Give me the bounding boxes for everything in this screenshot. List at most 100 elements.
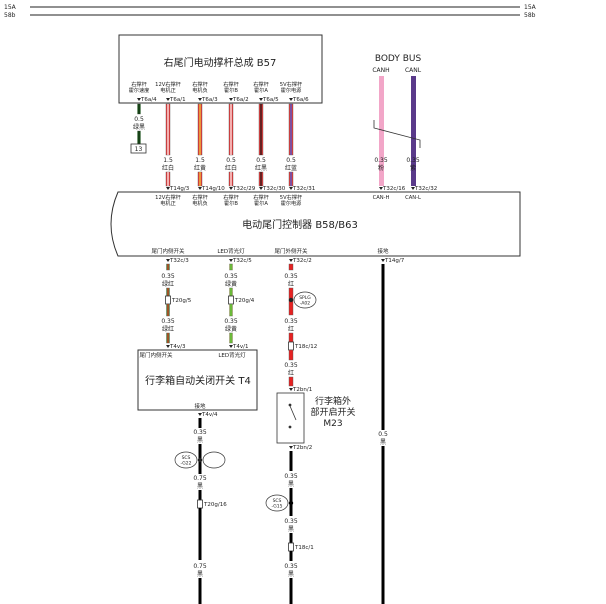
wire-col1-stripe: [167, 288, 169, 296]
ecu-bottom-pin-arrow: [289, 259, 293, 262]
b57-pin-label: 5V右撑杆: [280, 80, 302, 88]
splice-scs-g15-label: SCS: [273, 498, 282, 504]
wire-col1-color: 绿红: [162, 280, 174, 288]
t4-title: 行李箱自动关闭开关 T4: [145, 374, 251, 387]
m23-switch-symbol: [288, 403, 297, 429]
ground-col1-gauge: 0.75: [193, 475, 207, 482]
ecu-top-pin-arrow: [289, 187, 293, 190]
t4-label-inner: 尾门内侧开关: [139, 351, 173, 359]
connector-t20g4: [228, 295, 234, 305]
ground-wire-col3: [289, 578, 293, 604]
ground-col3-gauge: 0.35: [284, 563, 298, 570]
splice-scs-g22-bubble: [202, 451, 226, 469]
b57-pin-label: 霍尔A: [254, 86, 268, 94]
b57-wire-stripe: [230, 104, 232, 155]
ecu-bottom-pin-arrow: [229, 259, 233, 262]
connector-t20g5-label: T20g/5: [171, 298, 192, 304]
b57-pin-arrow: [259, 98, 263, 101]
b57-pin-label: 电机正: [160, 86, 176, 94]
t4-pin-arrow: [166, 345, 170, 348]
wire-col3: [288, 376, 294, 387]
wire-col1-gauge: 0.35: [161, 318, 175, 325]
b57-wire-gauge: 0.5: [226, 157, 236, 164]
b57-wire-stripe: [199, 104, 201, 155]
wire-col3-color: 红: [288, 325, 294, 333]
b57-pin-label: 霍尔速度: [129, 86, 150, 94]
b57-title: 右尾门电动撑杆总成 B57: [164, 56, 277, 69]
ecu-bottom-pin-arrow: [381, 259, 385, 262]
b57-pin-arrow: [229, 98, 233, 101]
ground-ref-label: 13: [135, 146, 143, 153]
b57-wire-gauge: 0.5: [286, 157, 296, 164]
t4-ground-pin: T4v/4: [201, 412, 218, 418]
t4-ground-label: 接地: [194, 402, 206, 410]
bodybus-title: BODY BUS: [375, 54, 422, 64]
ecu-top-pin-label: 右撑杆: [253, 193, 269, 201]
ground-wire-col3: [289, 533, 293, 543]
b57-wire-stripe: [260, 104, 262, 155]
ecu-bottom-pins: 尾门内侧开关T32c/3LED背光灯T32c/5尾门外侧开关T32c/2接地T1…: [151, 247, 404, 264]
b57-wire-stripe: [230, 172, 232, 186]
ecu-top-pin-number: T32c/16: [382, 186, 406, 192]
b57-wire-stripe: [290, 172, 292, 186]
ecu-top-pin-label: 右撑杆: [223, 193, 239, 201]
ecu-top-pin-label: CAN-H: [373, 195, 390, 201]
wire-col3: [288, 349, 294, 361]
splice-scs-g22-label: SCS: [182, 455, 191, 461]
b57-pin-arrow: [198, 98, 202, 101]
m23-title-line: 行李箱外: [315, 395, 351, 407]
b57-pin-arrow: [289, 98, 293, 101]
ground-col1-color: 黑: [197, 483, 203, 490]
b57-pins: 右撑杆霍尔速度T6a/412V右撑杆电机正T6a/1右撑杆电机负T6a/3右撑杆…: [129, 80, 309, 103]
wire-col3-gauge: 0.35: [284, 318, 298, 325]
ecu-top-pin-label: 5V右撑杆: [280, 193, 302, 201]
b57-pin-label: 右撑杆: [131, 80, 147, 88]
wire-col2-stripe: [230, 304, 232, 316]
ecu-bottom-pin-number: T14g/7: [384, 258, 405, 264]
splice-scs-g15-bubble: [265, 494, 289, 512]
ground-col3-color: 黑: [288, 481, 294, 488]
wire-col1-stripe: [167, 304, 169, 316]
b57-pin-number: T6a/4: [140, 97, 157, 103]
connector-t20g16-label: T20g/16: [203, 502, 227, 508]
ground-col4-color: 黑: [380, 439, 386, 446]
ground-col1-gauge: 0.35: [193, 429, 207, 436]
ecu-top-pin-number: T14g/10: [201, 186, 225, 192]
b57-pin-label: 霍尔B: [224, 86, 238, 94]
m23-title-line: M23: [323, 419, 342, 429]
ground-wire-col1: [198, 418, 202, 428]
wire-col3-color: 红: [288, 280, 294, 288]
ecu-bottom-pin-label: 接地: [377, 247, 389, 255]
m23-top-pin: T2bn/1: [292, 387, 312, 393]
wire-col1-stripe: [167, 333, 169, 343]
b57-wire-green-black-stripe: [138, 131, 140, 144]
b57-wire-stripe: [167, 172, 169, 186]
ecu-bottom-pin-label: 尾门外侧开关: [274, 247, 308, 255]
splice-splg-a02-bubble: [293, 291, 317, 309]
wire-col2-stripe: [230, 264, 232, 270]
ecu-top-pin-label: 12V右撑杆: [155, 193, 181, 201]
b57-pin-arrow: [137, 98, 141, 101]
ground-wire-col3: [289, 451, 293, 471]
b57-pin-label: 霍尔电源: [281, 86, 303, 94]
lower-wiring: 0.35绿红T20g/50.35绿红T4v/30.35绿黄T20g/40.35绿…: [161, 263, 388, 604]
splice-scs-g15-label: -G15: [271, 504, 282, 510]
ecu-bottom-pin-label: 尾门内侧开关: [151, 247, 185, 255]
splice-scs-g22: [197, 457, 203, 463]
ecu-top-pin-number: T32c/31: [292, 186, 315, 192]
ecu-top-pin-arrow: [259, 187, 263, 190]
b57-wire-stripe: [199, 172, 201, 186]
ecu-top-pin-arrow: [411, 187, 415, 190]
b57-wire-gauge: 1.5: [163, 157, 173, 164]
canl-gauge: 0.35: [406, 157, 420, 164]
ecu-top-pin-label: 霍尔A: [254, 199, 268, 207]
ground-col4-gauge: 0.5: [378, 431, 388, 438]
b57-wire-green-black-stripe: [138, 104, 140, 114]
wire-col2-stripe: [230, 333, 232, 343]
b57-pin-label: 12V右撑杆: [155, 80, 181, 88]
ecu-bottom-pin-arrow: [166, 259, 170, 262]
b57-wire-stripe: [167, 104, 169, 155]
b57-pin-label: 右撑杆: [223, 80, 239, 88]
